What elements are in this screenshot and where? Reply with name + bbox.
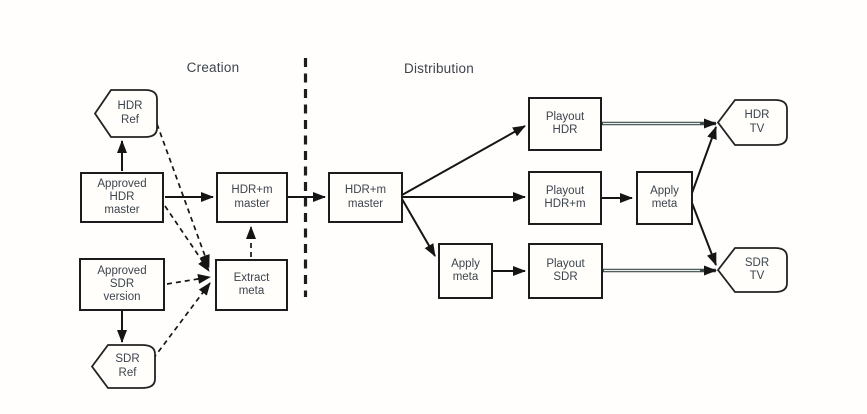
dashed-edges <box>152 123 256 360</box>
creation-section-header: Creation <box>186 60 240 75</box>
node-hdrm-master-creation: HDR+m master <box>216 172 288 223</box>
node-playout-hdr: Playout HDR <box>528 97 602 151</box>
node-playout-hdrm: Playout HDR+m <box>528 171 602 225</box>
node-apply-meta-bottom: Apply meta <box>438 243 493 299</box>
hdr-ref-shape <box>93 89 158 138</box>
distribution-section-header: Distribution <box>404 61 474 76</box>
hdr-tv-shape <box>716 99 788 146</box>
sdr-ref-shape <box>90 344 156 389</box>
node-extract-meta: Extract meta <box>215 259 288 311</box>
node-apply-meta-top: Apply meta <box>636 171 693 225</box>
tv-feed-edges <box>602 118 717 276</box>
node-playout-sdr: Playout SDR <box>528 243 603 299</box>
solid-edges <box>117 125 717 343</box>
sdr-tv-shape <box>716 247 788 293</box>
node-hdrm-master-distribution: HDR+m master <box>328 172 403 223</box>
node-approved-sdr-version: Approved SDR version <box>79 258 165 311</box>
node-approved-hdr-master: Approved HDR master <box>80 172 164 223</box>
display-shapes <box>90 89 788 389</box>
